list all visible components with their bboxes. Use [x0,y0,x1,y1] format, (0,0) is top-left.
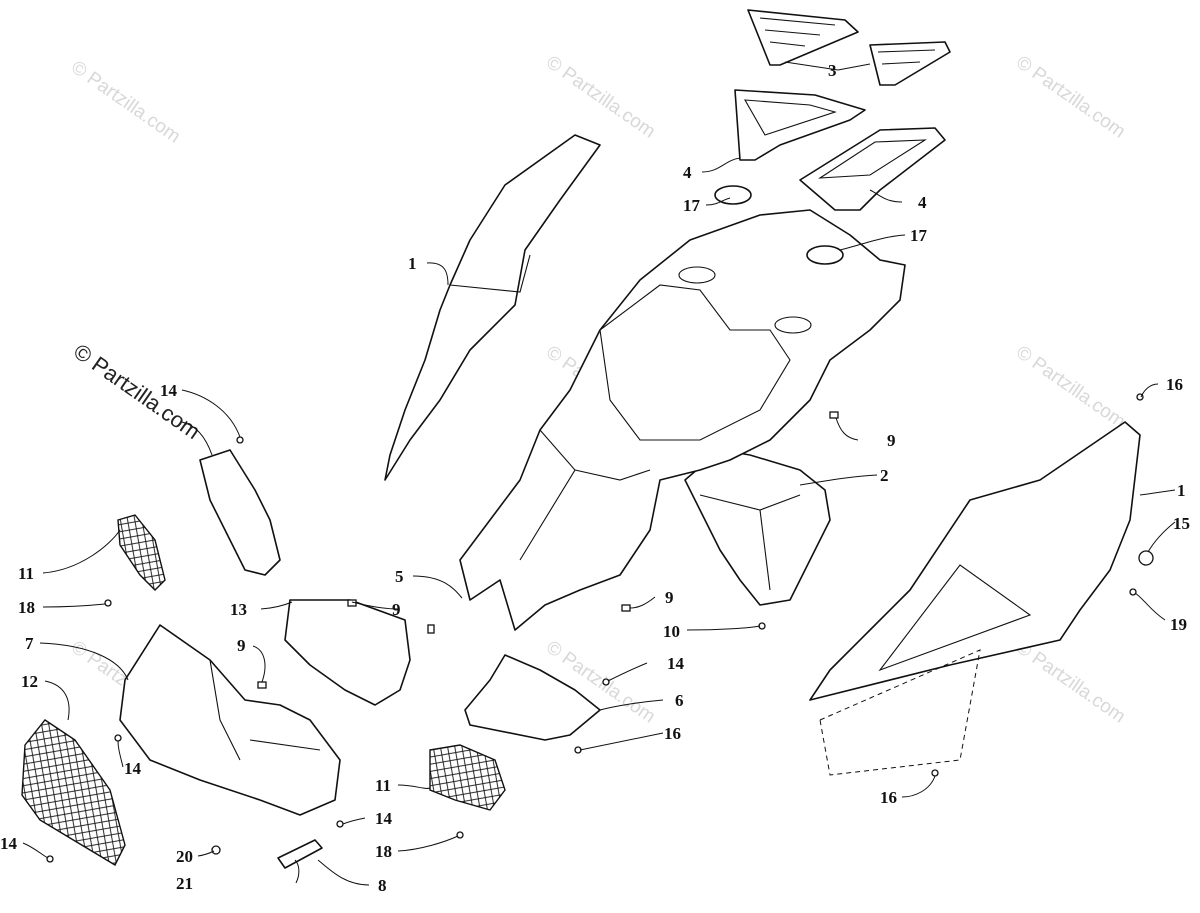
callout-14-a: 14 [160,381,178,400]
part-1-left-side-panel [384,134,601,481]
part-12-grille [21,719,126,866]
callout-14-e: 14 [0,834,18,853]
callout-18-b: 18 [375,842,392,861]
callout-4-right: 4 [918,193,927,212]
callout-1-right: 1 [1177,481,1186,500]
watermark-text: © Partzilla.com [1012,342,1129,433]
upper-left-bracket [199,449,281,576]
callout-14-d: 14 [375,809,393,828]
callout-4-left: 4 [683,163,692,182]
callout-11-a: 11 [18,564,34,583]
callout-5: 5 [395,567,404,586]
callout-16-c: 16 [880,788,897,807]
callout-labels: 1 1 2 3 4 4 5 6 7 8 9 9 9 9 10 11 11 12 … [0,61,1190,895]
leader-lines [22,61,1176,886]
callout-3: 3 [828,61,837,80]
callout-6: 6 [675,691,684,710]
callout-9-d: 9 [237,636,246,655]
callout-13: 13 [230,600,247,619]
callout-11-b: 11 [375,776,391,795]
callout-1-left: 1 [408,254,417,273]
callout-20: 20 [176,847,193,866]
callout-17-left: 17 [683,196,701,215]
callout-16-a: 16 [1166,375,1183,394]
part-1-right-side-panel [809,421,1141,776]
watermark-text: © Partzilla.com [1012,52,1129,143]
callout-7: 7 [25,634,34,653]
part-13-panel [284,599,411,706]
part-3-vent-right [869,41,951,86]
callout-21: 21 [176,874,193,893]
watermark-main: © Partzilla.com [69,339,205,445]
watermark-text: © Partzilla.com [1012,637,1129,728]
main-hood-body [459,209,906,631]
part-11-mesh-left [117,514,166,591]
callout-9-c: 9 [392,600,401,619]
part-11-mesh-right [429,744,506,811]
callout-10: 10 [663,622,680,641]
callout-15: 15 [1173,514,1190,533]
watermark-text: © Partzilla.com [542,52,659,143]
callout-2: 2 [880,466,889,485]
callout-14-c: 14 [124,759,142,778]
callout-12: 12 [21,672,38,691]
watermark-text: © Partzilla.com [67,57,184,148]
part-17-grommets [714,185,844,265]
part-3-vent-left [747,9,859,66]
callout-17-right: 17 [910,226,928,245]
part-4-bezel-right [799,127,946,211]
callout-16-b: 16 [664,724,681,743]
part-6-bracket [464,654,601,741]
part-4-bezel-left [734,89,866,161]
callout-8: 8 [378,876,387,895]
callout-9-b: 9 [665,588,674,607]
callout-9-a: 9 [887,431,896,450]
callout-19: 19 [1170,615,1187,634]
part-2-lower-duct [684,449,831,606]
part-7-lower-housing [119,624,341,816]
callout-14-b: 14 [667,654,685,673]
part-8-cover [277,839,323,869]
callout-18-a: 18 [18,598,35,617]
